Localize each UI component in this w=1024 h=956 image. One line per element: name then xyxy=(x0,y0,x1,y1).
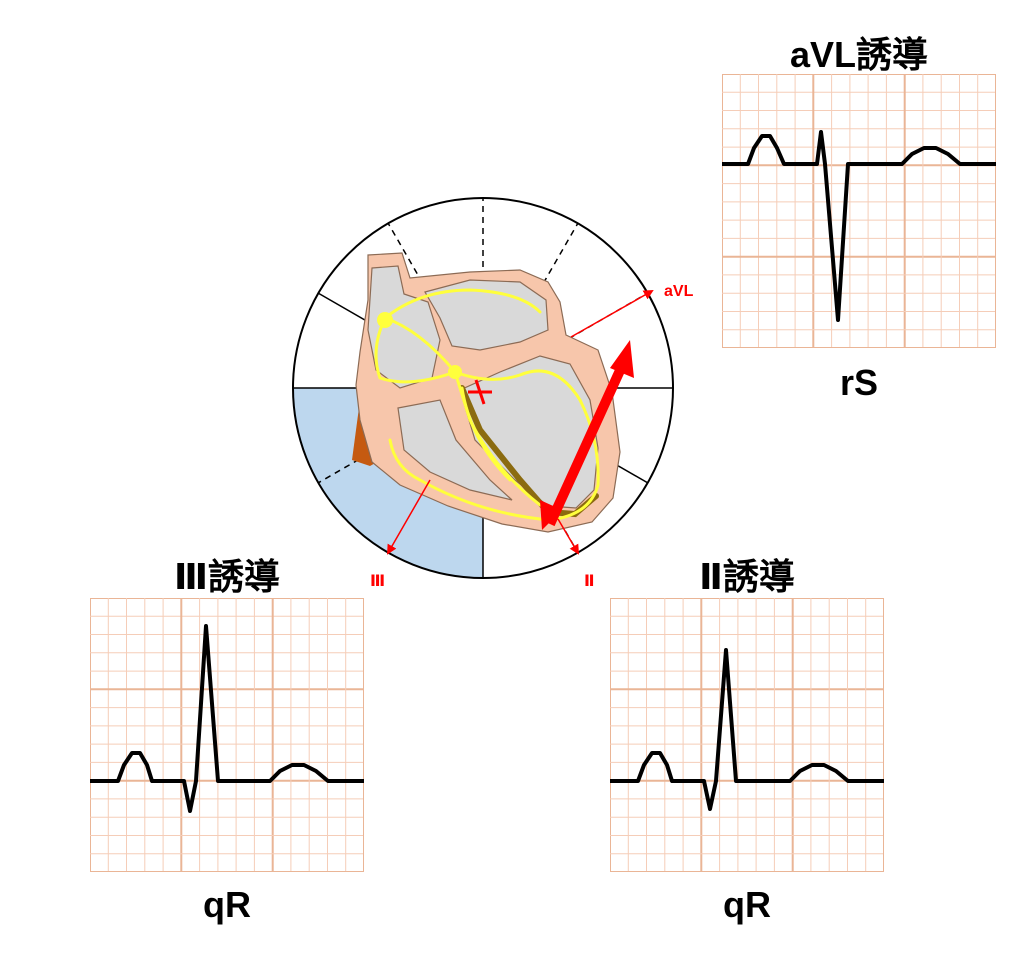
block-mark-cross xyxy=(474,379,486,405)
vector-head-bottom xyxy=(540,500,562,530)
right-ventricle-cavity xyxy=(397,399,513,501)
ecg-panel-iii xyxy=(90,598,364,872)
av-node xyxy=(448,365,462,379)
axis-arrow-avl xyxy=(570,290,654,338)
axis-label-avl: aVL xyxy=(664,283,694,300)
axis-label-ii: Ⅱ xyxy=(584,573,595,590)
axis-arrow-iii xyxy=(387,479,431,555)
lead-title-ii: Ⅱ誘導 xyxy=(699,556,795,597)
ecg-panel-avl xyxy=(722,74,996,348)
hexaxial-circle-outline xyxy=(292,197,674,579)
ecg-trace-avl xyxy=(722,130,996,322)
pattern-label-avl: rS xyxy=(839,362,879,403)
lead-title-avl: aVL誘導 xyxy=(789,34,929,75)
axis-arrow-ii xyxy=(557,518,580,555)
lead-title-iii: Ⅲ誘導 xyxy=(173,556,281,597)
ecg-grid xyxy=(722,74,996,348)
ecg-grid xyxy=(610,598,884,872)
pattern-label-ii: qR xyxy=(723,884,771,925)
ecg-trace-ii xyxy=(610,648,884,811)
ventricle-cavity xyxy=(459,355,599,509)
ecg-grid xyxy=(90,598,364,872)
pattern-label-iii: qR xyxy=(203,884,251,925)
vector-head-top xyxy=(610,340,634,378)
ecg-trace-iii xyxy=(90,624,364,813)
electrical-axis-vector xyxy=(545,363,627,527)
sa-node xyxy=(377,312,393,328)
hexaxial-heart-diagram: aVL Ⅲ Ⅱ xyxy=(292,197,694,590)
ecg-panel-ii xyxy=(610,598,884,872)
axis-label-iii: Ⅲ xyxy=(370,573,385,590)
